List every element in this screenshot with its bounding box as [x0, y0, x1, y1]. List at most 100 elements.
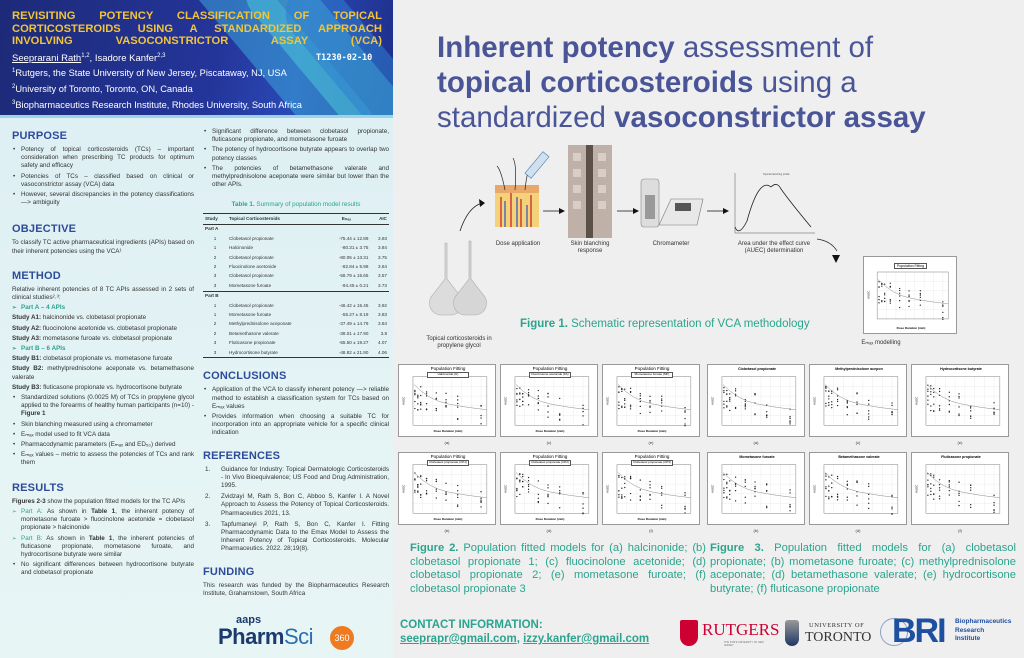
table-cell: -46.42 ± 15.45	[338, 302, 369, 308]
table-cell: Clobetasol propionate	[229, 254, 274, 260]
logo-sci: Sci	[283, 623, 314, 649]
col-header: AIC	[370, 212, 389, 225]
results-intro: Figures 2-3 show the population fitted m…	[12, 498, 194, 506]
table-cell: Fluticasone propionate	[229, 340, 276, 346]
table-cell: 3.64	[378, 263, 387, 269]
text: As shown in	[42, 507, 92, 515]
col-header: Topical Corticosteroids	[227, 212, 323, 225]
author-name: Seeprarani Rath	[12, 53, 82, 65]
table-cell: Hydrocortisone butyrate	[227, 347, 323, 359]
table-cell: 2	[213, 263, 217, 269]
reference: Guidance for Industry: Topical Dermatolo…	[212, 466, 389, 491]
bullet: Standardized solutions (0.0025 M) of TCs…	[12, 394, 194, 419]
table-cell: -58.79 ± 15.65	[338, 273, 369, 279]
bri-line: Research	[955, 626, 985, 634]
purpose-section: PURPOSE Potency of topical corticosteroi…	[12, 130, 194, 209]
t: assessment of	[674, 31, 874, 64]
sep: ,	[89, 53, 95, 65]
objective-section: OBJECTIVE To classify TC active pharmace…	[12, 223, 194, 257]
table-cell: Fluocinolone acetonide	[229, 263, 277, 269]
email-link[interactable]: seeprapr@gmail.com	[400, 633, 517, 645]
table-cell: Clobetasol propionate	[229, 273, 274, 279]
panel-sublabel: (d)	[546, 528, 552, 533]
table-cell: -80.05 ± 13.31	[338, 254, 369, 260]
panel-sublabel: (e)	[957, 440, 963, 445]
col-header: Study	[203, 212, 227, 225]
bullet: The potencies of betamethasone valerate …	[203, 165, 389, 190]
x-axis-label: Dose Duration (min)	[535, 429, 565, 434]
author-sup: 2,3	[157, 53, 166, 59]
table-part-label: Part A	[205, 226, 219, 232]
x-axis-label: Dose Duration (min)	[433, 429, 463, 434]
arrow-icon	[459, 202, 483, 232]
table-cell: -82.84 ± 5.98	[341, 263, 369, 269]
study-text: fluocinolone acetonide vs. clobetasol pr…	[41, 324, 177, 332]
uoft-line2: TORONTO	[805, 630, 872, 645]
table-cell: 3.84	[378, 321, 387, 327]
part-label: Part A:	[21, 507, 43, 515]
caption-text: Population fitted models for (a) halcino…	[410, 542, 706, 595]
caption-label: Figure 2.	[410, 542, 459, 554]
logo-aaps: aaps	[236, 613, 262, 626]
study: Study B2: methylprednisolone aceponate v…	[12, 365, 194, 381]
table-cell: 3	[213, 273, 217, 279]
t: topical corticosteroids	[437, 66, 754, 99]
email-link[interactable]: izzy.kanfer@gmail.com	[523, 633, 650, 645]
t: vasoconstrictor assay	[614, 101, 926, 134]
table-cell: 3.84	[378, 245, 387, 251]
y-axis-label: AUEC	[401, 396, 406, 405]
reference: Tapfumaneyi P, Rath S, Bon C, Kanfer I. …	[212, 521, 389, 554]
panel-title: Hydrocortisone butyrate	[940, 367, 982, 371]
rutgers-shield-icon	[680, 620, 698, 646]
t: using a standardized	[437, 66, 857, 134]
logo-text: PharmSci	[218, 623, 314, 649]
bullet: Potencies of TCs – classified based on c…	[12, 173, 194, 189]
panel-label: Clobetasol propionate (CP1)	[427, 460, 469, 466]
section-heading: REFERENCES	[203, 449, 281, 462]
y-axis-label: AUEC	[812, 396, 817, 405]
bullet: Application of the VCA to classify inher…	[203, 386, 389, 411]
sep: ,	[516, 633, 524, 645]
table-cell: 1	[213, 302, 217, 308]
figure-1-schematic: Topical blanching profile	[429, 145, 840, 316]
x-axis-label: Dose Duration (min)	[637, 429, 667, 434]
study-key: Study A3:	[12, 334, 42, 342]
figure-ref: Figure 1	[21, 410, 46, 418]
bullet: However, several discrepancies in the po…	[12, 191, 194, 207]
figure-3-caption: Figure 3. Population fitted models for (…	[710, 542, 1016, 596]
panel-sublabel: (a)	[753, 440, 759, 445]
curve-title: Topical blanching profile	[763, 173, 790, 176]
table-cell: -37.49 ± 14.79	[338, 321, 369, 327]
left-column-1: PURPOSE Potency of topical corticosteroi…	[12, 130, 194, 580]
bri-wordmark: BRI	[892, 612, 947, 650]
bri-line: Biopharmaceutics	[955, 618, 1012, 625]
auec-curve-chart: Topical blanching profile	[734, 173, 815, 234]
panel-sublabel: (f)	[958, 528, 962, 533]
section-heading: OBJECTIVE	[12, 223, 77, 236]
table-cell: Methylprednisolone aceponate	[229, 321, 292, 327]
table-cell: -80.31 ± 3.75	[341, 245, 369, 251]
panel-title: Mometasone furoate	[739, 455, 775, 459]
panel-label: Clobetasol propionate (CP3)	[631, 460, 673, 466]
panel-sublabel: (b)	[753, 528, 759, 533]
panel-sublabel: (a)	[444, 440, 450, 445]
col-header: Eₘₐₓ	[322, 212, 371, 225]
table-label: Table 1.	[231, 201, 255, 209]
bullet: Significant difference between clobetaso…	[203, 128, 389, 144]
panel-sublabel: (c)	[855, 440, 861, 445]
y-axis-label: AUEC	[812, 484, 817, 493]
flask-icon	[429, 240, 487, 316]
step-label-chromameter: Chromameter	[652, 241, 690, 247]
table-cell: Clobetasol propionate	[229, 235, 274, 241]
